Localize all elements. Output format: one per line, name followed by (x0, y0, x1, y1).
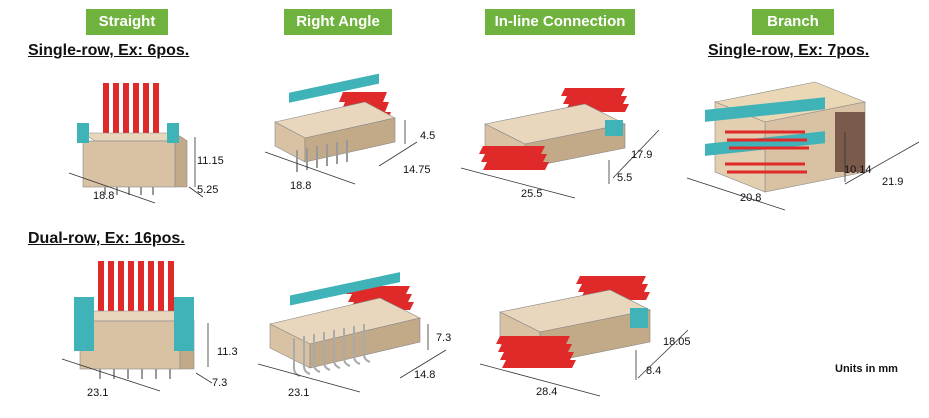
dim-inline-dual-width: 28.4 (536, 386, 558, 398)
units-note: Units in mm (835, 363, 898, 375)
category-tag-branch: Branch (752, 9, 834, 35)
connector-inline-single-image (460, 88, 660, 199)
dim-right-angle-single-height: 4.5 (420, 130, 436, 142)
dim-right-angle-single-width: 18.8 (290, 180, 312, 192)
dim-straight-dual-depth: 7.3 (212, 377, 228, 389)
row-title-single-row-left: Single-row, Ex: 6pos. (28, 42, 190, 59)
connector-straight-single-image (68, 83, 204, 204)
dim-branch-single-width: 20.8 (740, 192, 762, 204)
dim-right-angle-single-depth: 14.75 (403, 164, 431, 176)
connector-inline-dual-image (479, 276, 689, 397)
dim-straight-single-width: 18.8 (93, 190, 115, 202)
category-tag-inline-connection: In-line Connection (485, 9, 635, 35)
category-tag-right-angle: Right Angle (284, 9, 392, 35)
dim-inline-single-width: 25.5 (521, 188, 543, 200)
dim-right-angle-dual-width: 23.1 (288, 387, 310, 399)
dim-branch-single-height: 10.14 (844, 164, 872, 176)
dim-straight-single-height: 11.15 (197, 155, 224, 167)
dim-right-angle-dual-depth: 14.8 (414, 369, 436, 381)
connector-branch-single-image (686, 81, 920, 211)
dim-inline-single-depth: 17.9 (631, 149, 653, 161)
dim-straight-single-depth: 5.25 (197, 184, 219, 196)
connector-right-angle-dual-image (257, 272, 447, 393)
dim-inline-dual-height: 8.4 (646, 365, 662, 377)
connector-right-angle-single-image (264, 73, 418, 185)
connector-straight-dual-image (61, 261, 213, 392)
dim-branch-single-depth: 21.9 (882, 176, 904, 188)
dim-right-angle-dual-height: 7.3 (436, 332, 452, 344)
dim-inline-single-height: 5.5 (617, 172, 633, 184)
dim-inline-dual-depth: 18.05 (663, 336, 691, 348)
row-title-single-row-right: Single-row, Ex: 7pos. (708, 42, 870, 59)
dim-straight-dual-width: 23.1 (87, 387, 109, 399)
row-title-dual-row: Dual-row, Ex: 16pos. (28, 230, 185, 247)
category-tag-straight: Straight (86, 9, 168, 35)
dim-straight-dual-height: 11.3 (217, 346, 238, 358)
